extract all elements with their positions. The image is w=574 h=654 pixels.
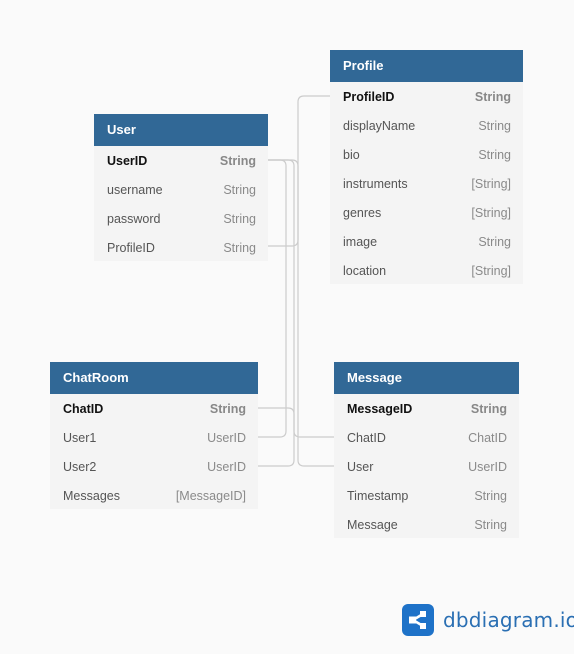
field-row[interactable]: password String (94, 204, 268, 233)
field-type: [String] (471, 263, 511, 278)
field-type: String (223, 182, 256, 197)
field-name: Messages (63, 488, 120, 503)
field-type: ChatID (468, 430, 507, 445)
field-row[interactable]: User2 UserID (50, 452, 258, 481)
field-type: String (474, 517, 507, 532)
field-row[interactable]: ProfileID String (94, 233, 268, 262)
dbdiagram-logo[interactable]: dbdiagram.io (402, 604, 574, 636)
field-type: [String] (471, 176, 511, 191)
field-row[interactable]: Message String (334, 510, 519, 539)
brand-name: dbdiagram.io (443, 608, 574, 632)
table-user[interactable]: User UserID String username String passw… (94, 114, 268, 261)
field-row[interactable]: bio String (330, 140, 523, 169)
field-name: genres (343, 205, 382, 220)
field-type: String (478, 118, 511, 133)
table-header[interactable]: Message (334, 362, 519, 394)
link-chatroom-message-chatid (258, 407, 334, 438)
field-row[interactable]: User1 UserID (50, 423, 258, 452)
field-type: String (223, 240, 256, 255)
field-row[interactable]: instruments [String] (330, 169, 523, 198)
table-header[interactable]: ChatRoom (50, 362, 258, 394)
table-header[interactable]: User (94, 114, 268, 146)
field-name: ChatID (347, 430, 386, 445)
field-row[interactable]: displayName String (330, 111, 523, 140)
field-row[interactable]: genres [String] (330, 198, 523, 227)
field-row[interactable]: image String (330, 227, 523, 256)
field-name: User (347, 459, 374, 474)
field-row[interactable]: Timestamp String (334, 481, 519, 510)
field-name: Message (347, 517, 398, 532)
field-type: String (478, 147, 511, 162)
field-row[interactable]: MessageID String (334, 394, 519, 423)
table-profile[interactable]: Profile ProfileID String displayName Str… (330, 50, 523, 284)
field-type: String (478, 234, 511, 249)
field-name: instruments (343, 176, 408, 191)
link-user-message-user (268, 159, 334, 467)
field-type: String (209, 401, 246, 416)
share-nodes-icon (402, 604, 434, 636)
brand-wordmark: dbdiagram (443, 608, 554, 632)
field-type: [String] (471, 205, 511, 220)
field-name: ProfileID (343, 89, 395, 104)
field-row[interactable]: ChatID String (50, 394, 258, 423)
table-chatroom[interactable]: ChatRoom ChatID String User1 UserID User… (50, 362, 258, 509)
field-type: String (474, 89, 511, 104)
field-type: String (474, 488, 507, 503)
field-type: String (219, 153, 256, 168)
field-name: UserID (107, 153, 148, 168)
field-name: User1 (63, 430, 97, 445)
field-name: MessageID (347, 401, 413, 416)
field-type: String (223, 211, 256, 226)
field-row[interactable]: ChatID ChatID (334, 423, 519, 452)
field-name: username (107, 182, 163, 197)
field-name: image (343, 234, 378, 249)
field-row[interactable]: ProfileID String (330, 82, 523, 111)
field-name: bio (343, 147, 360, 162)
table-header[interactable]: Profile (330, 50, 523, 82)
field-type: UserID (207, 430, 246, 445)
field-row[interactable]: User UserID (334, 452, 519, 481)
link-user-profile (268, 95, 330, 247)
table-message[interactable]: Message MessageID String ChatID ChatID U… (334, 362, 519, 538)
field-name: location (343, 263, 387, 278)
brand-tld: .io (553, 608, 574, 632)
field-row[interactable]: location [String] (330, 256, 523, 285)
field-name: User2 (63, 459, 97, 474)
field-row[interactable]: username String (94, 175, 268, 204)
field-name: ChatID (63, 401, 104, 416)
field-type: UserID (468, 459, 507, 474)
field-name: password (107, 211, 161, 226)
field-type: UserID (207, 459, 246, 474)
field-row[interactable]: UserID String (94, 146, 268, 175)
field-name: displayName (343, 118, 416, 133)
field-name: Timestamp (347, 488, 409, 503)
field-row[interactable]: Messages [MessageID] (50, 481, 258, 510)
field-name: ProfileID (107, 240, 155, 255)
field-type: String (470, 401, 507, 416)
field-type: [MessageID] (175, 488, 246, 503)
